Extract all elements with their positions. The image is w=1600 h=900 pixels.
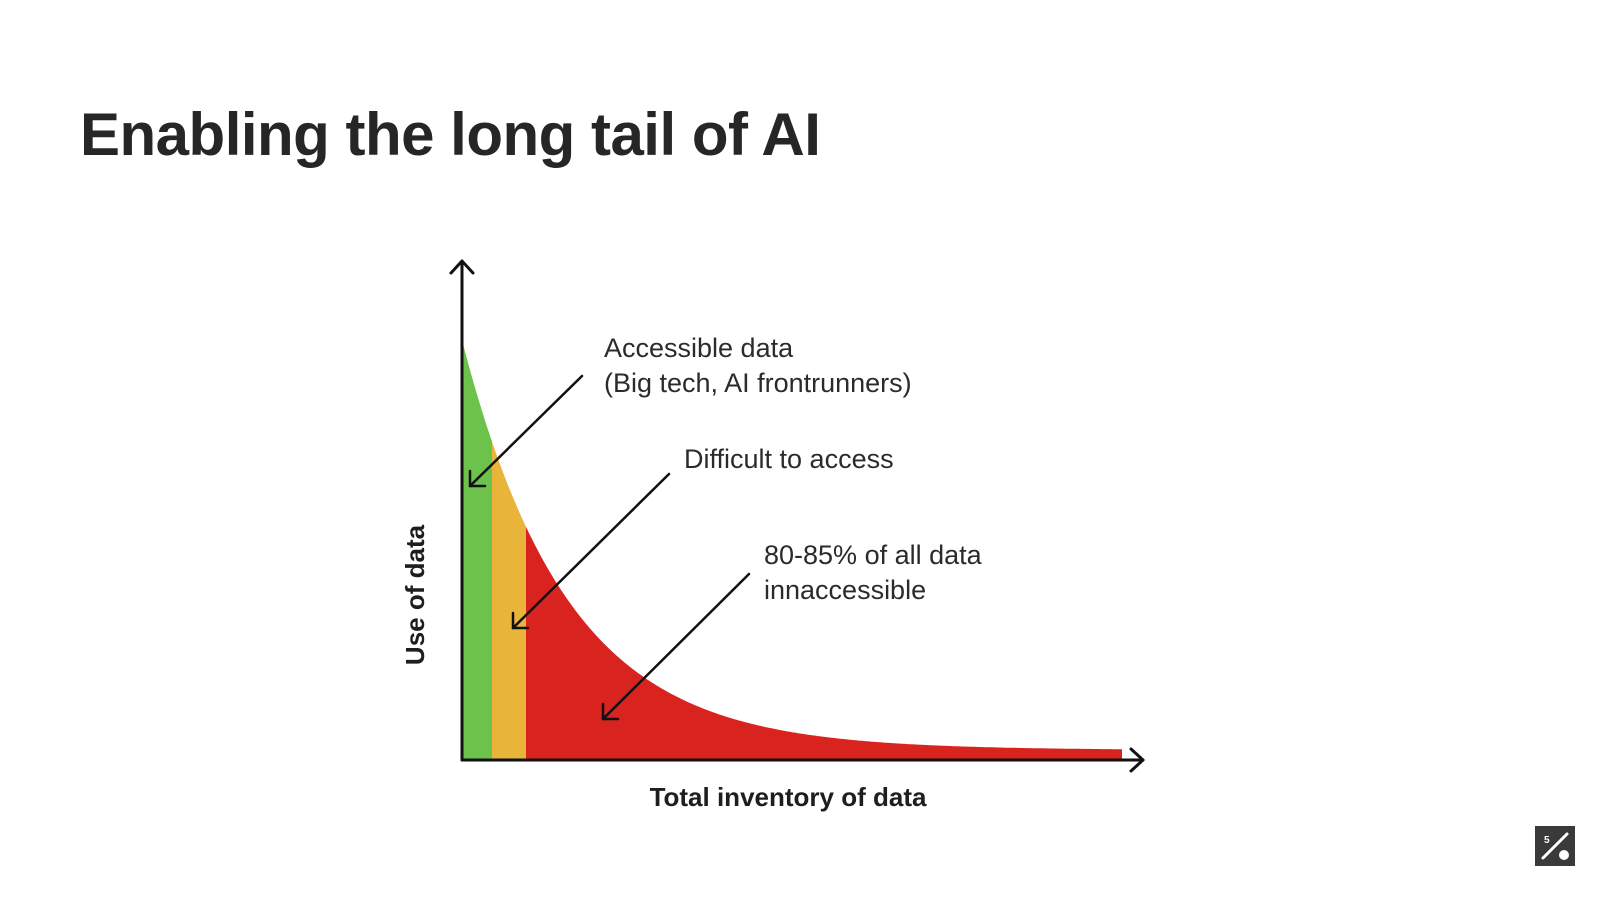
annotation-inaccessible-line-1: 80-85% of all data xyxy=(764,540,983,570)
percent-logo-glyph: 5 xyxy=(1541,832,1569,860)
arrow-accessible-shaft xyxy=(468,374,584,488)
annotation-inaccessible-line-2: innaccessible xyxy=(764,575,926,605)
arrow-inaccessible-head xyxy=(601,702,620,721)
region-accessible-data xyxy=(462,340,492,760)
annotation-difficult: Difficult to access xyxy=(684,444,894,474)
x-axis-label: Total inventory of data xyxy=(650,782,927,812)
axes xyxy=(449,259,1145,773)
arrow-inaccessible-shaft xyxy=(601,572,751,721)
arrow-difficult-shaft xyxy=(511,472,671,630)
arrow-difficult-head xyxy=(511,611,530,630)
annotation-accessible: Accessible data (Big tech, AI frontrunne… xyxy=(604,333,912,398)
annotation-accessible-line-2: (Big tech, AI frontrunners) xyxy=(604,368,912,398)
annotation-arrows xyxy=(468,374,751,721)
annotation-inaccessible: 80-85% of all data innaccessible xyxy=(764,540,989,605)
curve-fill-regions xyxy=(462,340,1122,760)
y-axis-label: Use of data xyxy=(400,524,430,665)
annotation-difficult-line-1: Difficult to access xyxy=(684,444,894,474)
y-axis-arrowhead xyxy=(449,259,475,275)
slide-title: Enabling the long tail of AI xyxy=(80,101,821,168)
svg-text:5: 5 xyxy=(1544,835,1550,846)
annotation-accessible-line-1: Accessible data xyxy=(604,333,794,363)
arrow-accessible-head xyxy=(468,469,487,488)
percent-logo-icon: 5 xyxy=(1535,826,1575,866)
x-axis-arrowhead xyxy=(1129,747,1145,773)
region-difficult-to-access xyxy=(492,340,526,760)
region-inaccessible-data xyxy=(526,340,1122,760)
